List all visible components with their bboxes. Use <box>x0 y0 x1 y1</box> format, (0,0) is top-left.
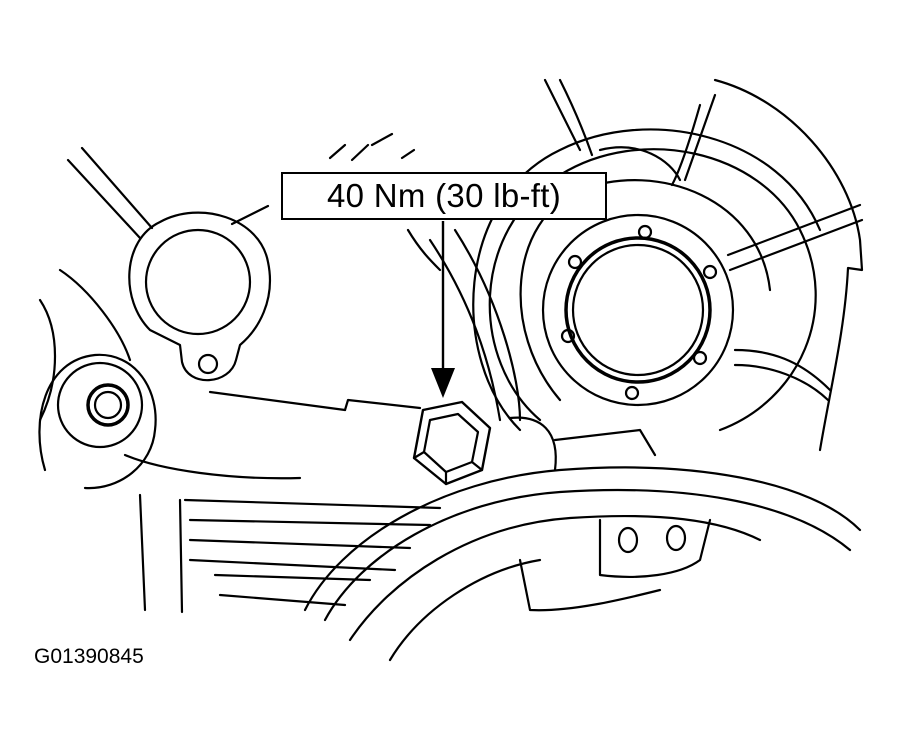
frame-lines <box>66 132 416 240</box>
splash-shield <box>543 78 864 452</box>
left-boss <box>38 268 157 490</box>
bell-housing <box>303 416 862 662</box>
torque-callout: 40 Nm (30 lb-ft) <box>281 172 607 220</box>
torque-label: 40 Nm (30 lb-ft) <box>326 177 562 214</box>
torque-arrow <box>431 221 455 398</box>
hex-nut <box>412 400 492 486</box>
figure-id: G01390845 <box>34 645 144 668</box>
bracket-port <box>128 211 271 382</box>
